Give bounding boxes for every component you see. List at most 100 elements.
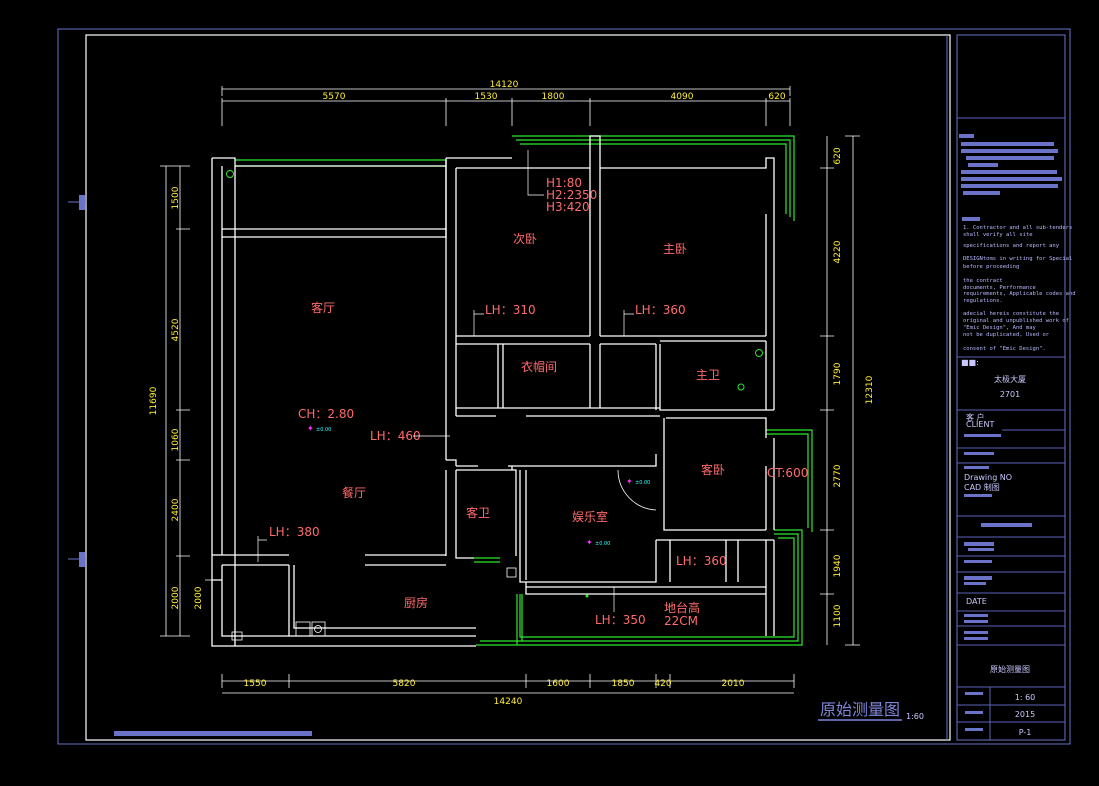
elevation-icon: ✦ bbox=[307, 424, 314, 433]
sheet-number: P-1 bbox=[1019, 728, 1032, 737]
room-guest-bath: 客卫 bbox=[466, 505, 490, 520]
note-line: original and unpublished work of bbox=[963, 318, 1069, 324]
dim-right-0: 620 bbox=[833, 147, 843, 164]
room-master-bedroom: 主卧 bbox=[663, 242, 687, 256]
note-line: regulations. bbox=[963, 298, 1003, 304]
note-line: DESIGNtoms in writing for Special bbox=[963, 256, 1072, 262]
height-annotations: H1:80 H2:2350 H3:420 LH：310 LH：360 CH：2.… bbox=[257, 150, 808, 627]
title-block-notes: 1. Contractor and all sub-tenders shall … bbox=[963, 225, 1076, 352]
drain-icon bbox=[755, 349, 763, 357]
dim-bottom-total: 14240 bbox=[494, 697, 523, 707]
note-line: specifications and report any bbox=[963, 243, 1060, 249]
drain-icon bbox=[585, 594, 589, 598]
dim-top-4: 620 bbox=[768, 92, 785, 102]
drain-icon bbox=[226, 170, 234, 178]
platform-height: 22CM bbox=[664, 614, 698, 628]
note-line: 1. Contractor and all sub-tenders bbox=[963, 225, 1072, 231]
field-client: 客 户 bbox=[966, 412, 985, 422]
room-second-bedroom: 次卧 bbox=[513, 232, 537, 246]
title-block-fields: ■■: 太极大厦 2701 客 户 CLIENT Drawing NO CAD … bbox=[957, 358, 1065, 740]
field-drawing-no: Drawing NO bbox=[964, 473, 1012, 482]
field-date: DATE bbox=[966, 597, 987, 606]
room-labels: 次卧 主卧 客厅 衣帽间 主卫 客卧 餐厅 客卫 娱乐室 厨房 地台高 22CM bbox=[311, 232, 725, 628]
lh-living: LH：460 bbox=[370, 429, 421, 443]
dim-top-3: 4090 bbox=[671, 92, 694, 102]
lh-ent: LH：360 bbox=[676, 554, 727, 568]
dim-bottom-4: 420 bbox=[654, 679, 671, 689]
ch-living: CH：2.80 bbox=[298, 407, 354, 421]
scale-value: 1: 60 bbox=[1015, 693, 1036, 702]
elev-living: ±0.00 bbox=[316, 427, 331, 433]
dim-top-1: 1530 bbox=[475, 92, 498, 102]
lh-second: LH：310 bbox=[485, 303, 536, 317]
drawing-scale-small: 1:60 bbox=[906, 712, 924, 721]
dim-right-1: 4220 bbox=[833, 240, 843, 263]
note-line: adecial hereis constitute the bbox=[963, 311, 1059, 317]
dimension-lines bbox=[160, 86, 860, 694]
note-line: "Emic Design", And may bbox=[963, 325, 1037, 331]
dim-right-total: 12310 bbox=[865, 375, 875, 404]
dim-bottom-0: 1550 bbox=[244, 679, 267, 689]
dim-left-5: 2000 bbox=[194, 586, 204, 609]
kitchen-fixtures bbox=[231, 567, 517, 641]
note-line: shall verify all site bbox=[963, 232, 1033, 238]
note-line: requirements, Applicable codes and bbox=[963, 291, 1076, 297]
dim-bottom-2: 1600 bbox=[547, 679, 570, 689]
dim-right-3: 2770 bbox=[833, 464, 843, 487]
h2-label: H2:2350 bbox=[546, 188, 597, 202]
elev-guest: ±0.00 bbox=[635, 480, 650, 486]
note-line: before proceeding bbox=[963, 264, 1019, 270]
room-master-bath: 主卫 bbox=[696, 368, 720, 382]
project-name: 太极大厦 bbox=[994, 374, 1026, 384]
dim-bottom-5: 2010 bbox=[722, 679, 745, 689]
room-cloakroom: 衣帽间 bbox=[521, 359, 557, 374]
svg-text:■■:: ■■: bbox=[961, 358, 979, 367]
drain-icon bbox=[737, 383, 745, 391]
note-line: the contract bbox=[963, 278, 1003, 284]
room-guest-bedroom: 客卧 bbox=[701, 462, 725, 477]
drawing-name: 原始测量图 bbox=[990, 664, 1030, 674]
room-kitchen: 厨房 bbox=[404, 595, 428, 610]
scrollbar[interactable] bbox=[114, 731, 312, 736]
platform-label: 地台高 bbox=[664, 600, 700, 615]
door-swing bbox=[617, 469, 657, 511]
dim-top-0: 5570 bbox=[323, 92, 346, 102]
dimension-labels: 14120 5570 1530 1800 4090 620 1550 5820 … bbox=[149, 80, 875, 707]
room-living-room: 客厅 bbox=[311, 300, 335, 315]
lh-master: LH：360 bbox=[635, 303, 686, 317]
dim-top-2: 1800 bbox=[542, 92, 565, 102]
dim-bottom-1: 5820 bbox=[393, 679, 416, 689]
field-cad: CAD 制图 bbox=[964, 482, 1000, 492]
dim-top-total: 14120 bbox=[490, 80, 519, 90]
dim-left-2: 1060 bbox=[171, 428, 181, 451]
title-block bbox=[956, 34, 1066, 741]
drawing-title: 原始测量图 bbox=[820, 700, 900, 719]
interior-walls bbox=[211, 135, 775, 647]
dim-left-0: 1500 bbox=[171, 186, 181, 209]
lh-kitchen: LH：350 bbox=[595, 613, 646, 627]
drawing-frame bbox=[85, 34, 951, 741]
title-block-content bbox=[957, 117, 1065, 358]
dim-bottom-3: 1850 bbox=[612, 679, 635, 689]
h1-label: H1:80 bbox=[546, 176, 582, 190]
dim-left-1: 4520 bbox=[171, 318, 181, 341]
field-client-en: CLIENT bbox=[966, 420, 994, 429]
ct-label: CT:600 bbox=[767, 466, 808, 480]
outer-frame bbox=[57, 28, 1071, 745]
room-entertainment: 娱乐室 bbox=[572, 509, 608, 524]
dim-left-4: 2000 bbox=[171, 586, 181, 609]
elevation-icon: ✦ bbox=[586, 538, 593, 547]
year-value: 2015 bbox=[1015, 710, 1035, 719]
dim-right-2: 1790 bbox=[833, 362, 843, 385]
note-line: not be duplicated, Used or bbox=[963, 332, 1050, 338]
note-line: documents, Performance bbox=[963, 285, 1036, 291]
dim-left-3: 2400 bbox=[171, 498, 181, 521]
dim-right-4: 1940 bbox=[833, 554, 843, 577]
h3-label: H3:420 bbox=[546, 200, 590, 214]
room-dining-room: 餐厅 bbox=[342, 485, 366, 500]
lh-dining: LH：380 bbox=[269, 525, 320, 539]
elevation-icon: ✦ bbox=[626, 477, 633, 486]
elev-ent: ±0.00 bbox=[595, 541, 610, 547]
dim-right-5: 1100 bbox=[833, 604, 843, 627]
